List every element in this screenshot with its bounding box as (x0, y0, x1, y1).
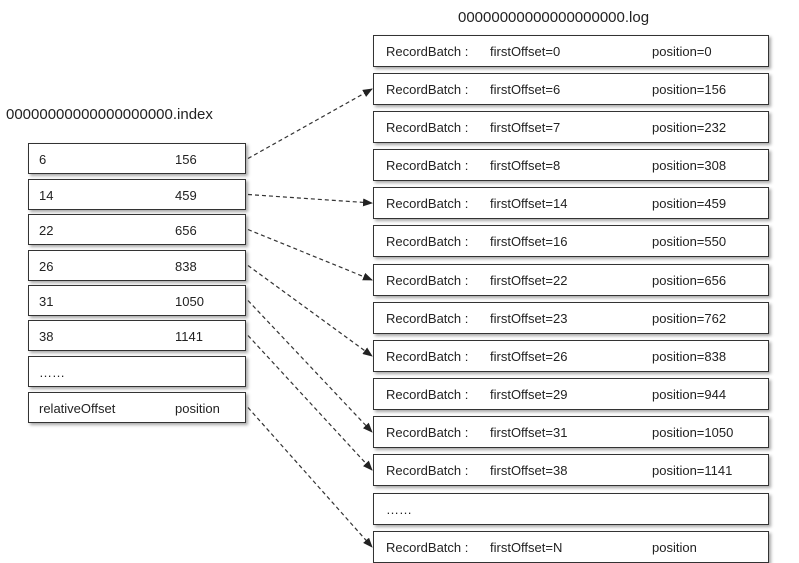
index-row: 31 1050 (28, 285, 246, 316)
first-offset: firstOffset=22 (490, 273, 568, 288)
batch-position: position=944 (652, 387, 727, 402)
index-position: 459 (175, 188, 197, 203)
pointer-arrow (247, 193, 373, 207)
first-offset: firstOffset=29 (490, 387, 568, 402)
batch-position: position=550 (652, 234, 727, 249)
log-row-ellipsis: …… (373, 493, 769, 525)
index-column-position: position (175, 401, 220, 416)
batch-position: position (652, 540, 697, 555)
first-offset: firstOffset=31 (490, 425, 568, 440)
log-record-batch-row: RecordBatch : firstOffset=7 position=232 (373, 111, 769, 143)
index-position: 656 (175, 223, 197, 238)
record-batch-label: RecordBatch : (386, 44, 469, 59)
log-record-batch-row: RecordBatch : firstOffset=38 position=11… (373, 454, 769, 486)
log-record-batch-row: RecordBatch : firstOffset=0 position=0 (373, 35, 769, 67)
batch-position: position=656 (652, 273, 727, 288)
log-record-batch-row: RecordBatch : firstOffset=31 position=10… (373, 416, 769, 448)
index-column-relative-offset: relativeOffset (39, 401, 116, 416)
index-offset: 31 (39, 294, 54, 309)
record-batch-label: RecordBatch : (386, 234, 469, 249)
index-offset: 22 (39, 223, 54, 238)
log-record-batch-row: RecordBatch : firstOffset=29 position=94… (373, 378, 769, 410)
index-row: 26 838 (28, 250, 246, 281)
batch-position: position=838 (652, 349, 727, 364)
batch-position: position=0 (652, 44, 712, 59)
batch-position: position=156 (652, 82, 727, 97)
log-record-batch-row: RecordBatch : firstOffset=8 position=308 (373, 149, 769, 181)
first-offset: firstOffset=16 (490, 234, 568, 249)
pointer-arrow (247, 228, 373, 281)
index-row-ellipsis: …… (28, 356, 246, 387)
log-record-batch-row: RecordBatch : firstOffset=6 position=156 (373, 73, 769, 105)
first-offset: firstOffset=N (490, 540, 563, 555)
record-batch-label: RecordBatch : (386, 311, 469, 326)
record-batch-label: RecordBatch : (386, 196, 469, 211)
log-record-batch-row: RecordBatch : firstOffset=23 position=76… (373, 302, 769, 334)
first-offset: firstOffset=7 (490, 120, 561, 135)
batch-position: position=459 (652, 196, 727, 211)
record-batch-label: RecordBatch : (386, 158, 469, 173)
log-record-batch-row: RecordBatch : firstOffset=N position (373, 531, 769, 563)
pointer-arrow (247, 335, 373, 471)
index-position: 1141 (175, 329, 203, 344)
batch-position: position=232 (652, 120, 727, 135)
record-batch-label: RecordBatch : (386, 463, 469, 478)
index-row: 6 156 (28, 143, 246, 174)
batch-position: position=308 (652, 158, 727, 173)
index-row: 22 656 (28, 214, 246, 245)
record-batch-label: RecordBatch : (386, 273, 469, 288)
record-batch-label: RecordBatch : (386, 120, 469, 135)
first-offset: firstOffset=23 (490, 311, 568, 326)
index-row: 14 459 (28, 179, 246, 210)
index-offset: 14 (39, 188, 54, 203)
record-batch-label: RecordBatch : (386, 349, 469, 364)
index-offset: 26 (39, 259, 54, 274)
pointer-arrow (247, 88, 373, 160)
record-batch-label: RecordBatch : (386, 425, 469, 440)
first-offset: firstOffset=8 (490, 158, 561, 173)
log-record-batch-row: RecordBatch : firstOffset=22 position=65… (373, 264, 769, 296)
log-file-title: 00000000000000000000.log (458, 9, 650, 26)
first-offset: firstOffset=0 (490, 44, 561, 59)
first-offset: firstOffset=38 (490, 463, 568, 478)
index-position: 156 (175, 152, 197, 167)
pointer-arrow (247, 265, 373, 357)
batch-position: position=762 (652, 311, 727, 326)
index-row: 38 1141 (28, 320, 246, 351)
log-record-batch-row: RecordBatch : firstOffset=26 position=83… (373, 340, 769, 372)
index-position: 1050 (175, 294, 204, 309)
pointer-arrow (247, 407, 373, 548)
index-header-row: relativeOffset position (28, 392, 246, 423)
index-file-title: 00000000000000000000.index (6, 106, 213, 123)
batch-position: position=1050 (652, 425, 734, 440)
first-offset: firstOffset=6 (490, 82, 561, 97)
log-record-batch-row: RecordBatch : firstOffset=14 position=45… (373, 187, 769, 219)
pointer-arrow (247, 300, 373, 433)
index-ellipsis: …… (39, 365, 65, 380)
index-position: 838 (175, 259, 197, 274)
first-offset: firstOffset=26 (490, 349, 568, 364)
log-record-batch-row: RecordBatch : firstOffset=16 position=55… (373, 225, 769, 257)
index-offset: 38 (39, 329, 54, 344)
first-offset: firstOffset=14 (490, 196, 568, 211)
batch-position: position=1141 (652, 463, 733, 478)
record-batch-label: RecordBatch : (386, 387, 469, 402)
log-ellipsis: …… (386, 502, 412, 517)
index-offset: 6 (39, 152, 47, 167)
record-batch-label: RecordBatch : (386, 540, 469, 555)
record-batch-label: RecordBatch : (386, 82, 469, 97)
